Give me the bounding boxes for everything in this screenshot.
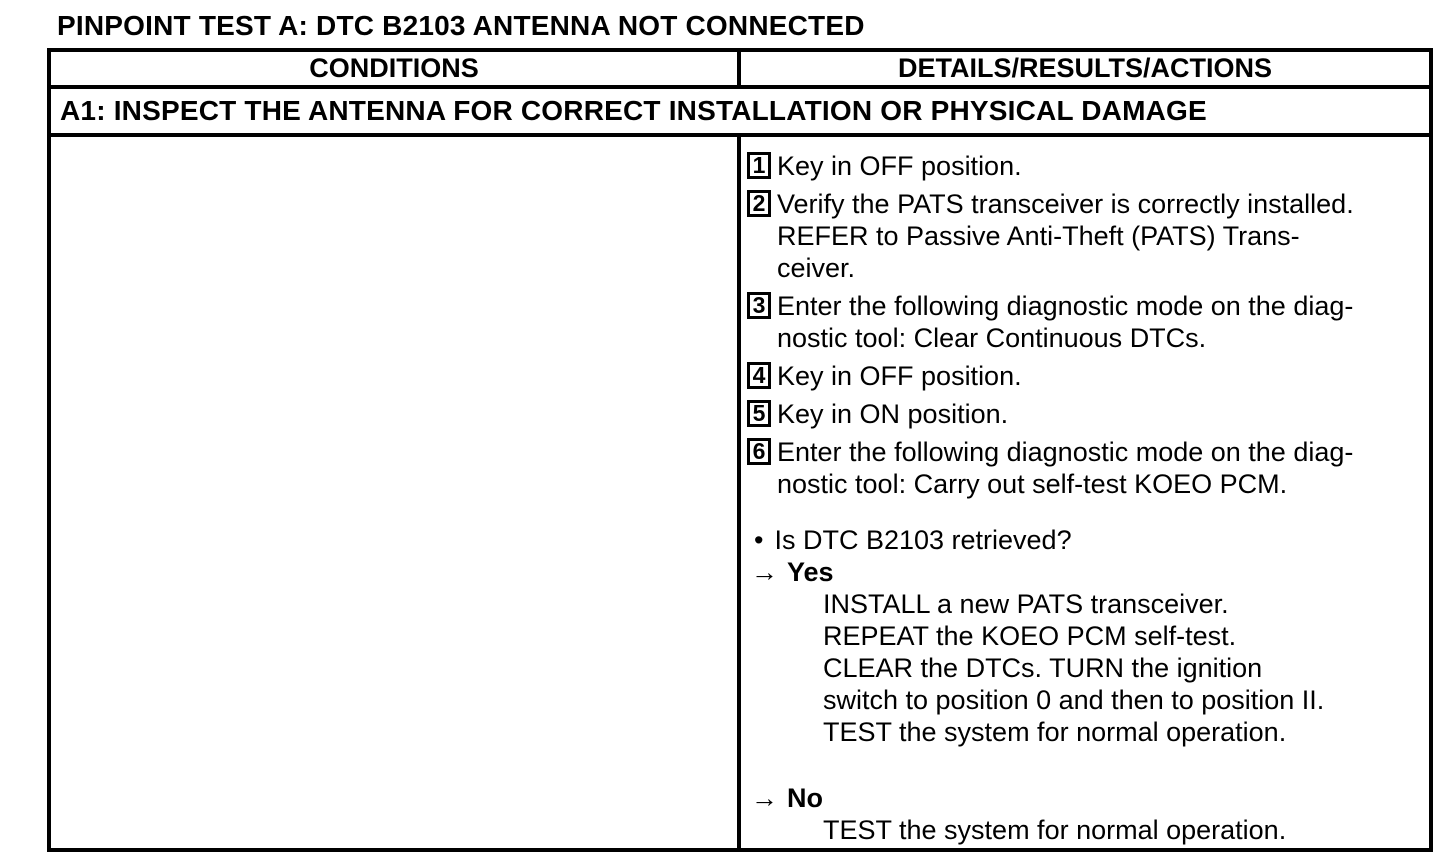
question-text: Is DTC B2103 retrieved? [774,525,1072,555]
step-text-line: Enter the following diagnostic mode on t… [777,291,1354,321]
step-text-line: ceiver. [777,253,856,283]
table-header-row: CONDITIONS DETAILS/RESULTS/ACTIONS [51,52,1429,89]
details-column-header: DETAILS/RESULTS/ACTIONS [897,53,1272,83]
step-text-line: nostic tool: Carry out self-test KOEO PC… [777,469,1288,499]
step-text-line: Enter the following diagnostic mode on t… [777,437,1354,467]
step-number-box: 6 [747,438,771,465]
result-head: → No [747,782,1425,814]
bullet-icon: • [754,525,764,555]
step-text-line: Key in ON position. [777,399,1009,429]
action-line: TEST the system for normal operation. [823,815,1287,845]
step-number-box: 3 [747,292,771,319]
step-text: Verify the PATS transceiver is correctly… [777,188,1354,284]
action-line: CLEAR the DTCs. TURN the ignition [823,653,1263,683]
conditions-cell [51,137,741,848]
result-actions: TEST the system for normal operation. [823,814,1425,846]
arrow-icon: → [751,557,778,587]
page-title: PINPOINT TEST A: DTC B2103 ANTENNA NOT C… [57,10,865,41]
step-text-line: Key in OFF position. [777,151,1022,181]
step-text-line: Key in OFF position. [777,361,1022,391]
result-label: No [787,783,823,813]
result-actions: INSTALL a new PATS transceiver.REPEAT th… [823,588,1425,748]
step-text-line: nostic tool: Clear Continuous DTCs. [777,323,1207,353]
step-text-line: REFER to Passive Anti-Theft (PATS) Trans… [777,221,1300,251]
result-label: Yes [787,557,834,587]
step-text: Key in OFF position. [777,150,1022,182]
arrow-icon: → [751,783,778,813]
test-step-title-row: A1: INSPECT THE ANTENNA FOR CORRECT INST… [51,89,1429,137]
conditions-column-header: CONDITIONS [51,52,741,85]
question-line: • Is DTC B2103 retrieved? [747,524,1425,556]
step-number-box: 4 [747,362,771,389]
step-number-box: 2 [747,190,771,217]
action-line: REPEAT the KOEO PCM self-test. [823,621,1237,651]
action-line: TEST the system for normal operation. [823,717,1287,747]
step-text: Enter the following diagnostic mode on t… [777,290,1353,354]
step-text: Key in ON position. [777,398,1008,430]
action-line: switch to position 0 and then to positio… [823,685,1325,715]
result-head: → Yes [747,556,1425,588]
step-text: Enter the following diagnostic mode on t… [777,436,1353,500]
action-line: INSTALL a new PATS transceiver. [823,589,1229,619]
step-number-box: 1 [747,152,771,179]
pinpoint-test-table: CONDITIONS DETAILS/RESULTS/ACTIONS A1: I… [47,48,1433,852]
step-text: Key in OFF position. [777,360,1022,392]
step-number-box: 5 [747,400,771,427]
step-text-line: Verify the PATS transceiver is correctly… [777,189,1354,219]
